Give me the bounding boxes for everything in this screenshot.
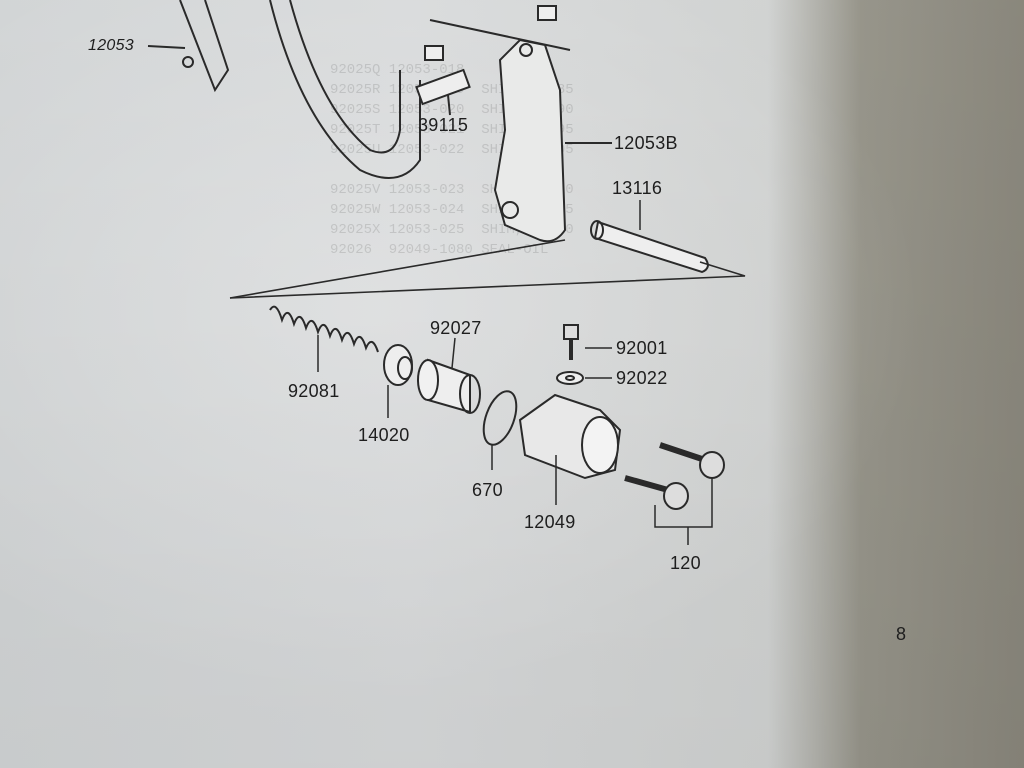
spring-92081 [269,305,379,353]
part-label-12053: 12053 [88,37,134,54]
o-ring-670 [482,390,518,446]
bolt-92001 [563,324,579,340]
part-label-92081: 92081 [288,381,340,401]
part-label-120: 120 [670,553,701,573]
part-label-12049: 12049 [524,512,576,532]
part-label-92022: 92022 [616,368,668,388]
lever-12053 [179,0,230,93]
arm-12053B [493,38,567,243]
part-label-12053B: 12053B [614,133,678,153]
part-label-92001: 92001 [616,338,668,358]
part-label-92027: 92027 [430,318,482,338]
page-number: 8 [896,624,907,644]
part-label-14020: 14020 [358,425,410,445]
bolts-120 [624,442,725,510]
part-label-670: 670 [472,480,503,500]
washer-92022 [556,371,584,385]
pin-13116 [593,220,709,274]
part-label-13116: 13116 [612,178,663,198]
pin-39115 [415,68,471,106]
part-label-39115: 39115 [418,115,469,135]
